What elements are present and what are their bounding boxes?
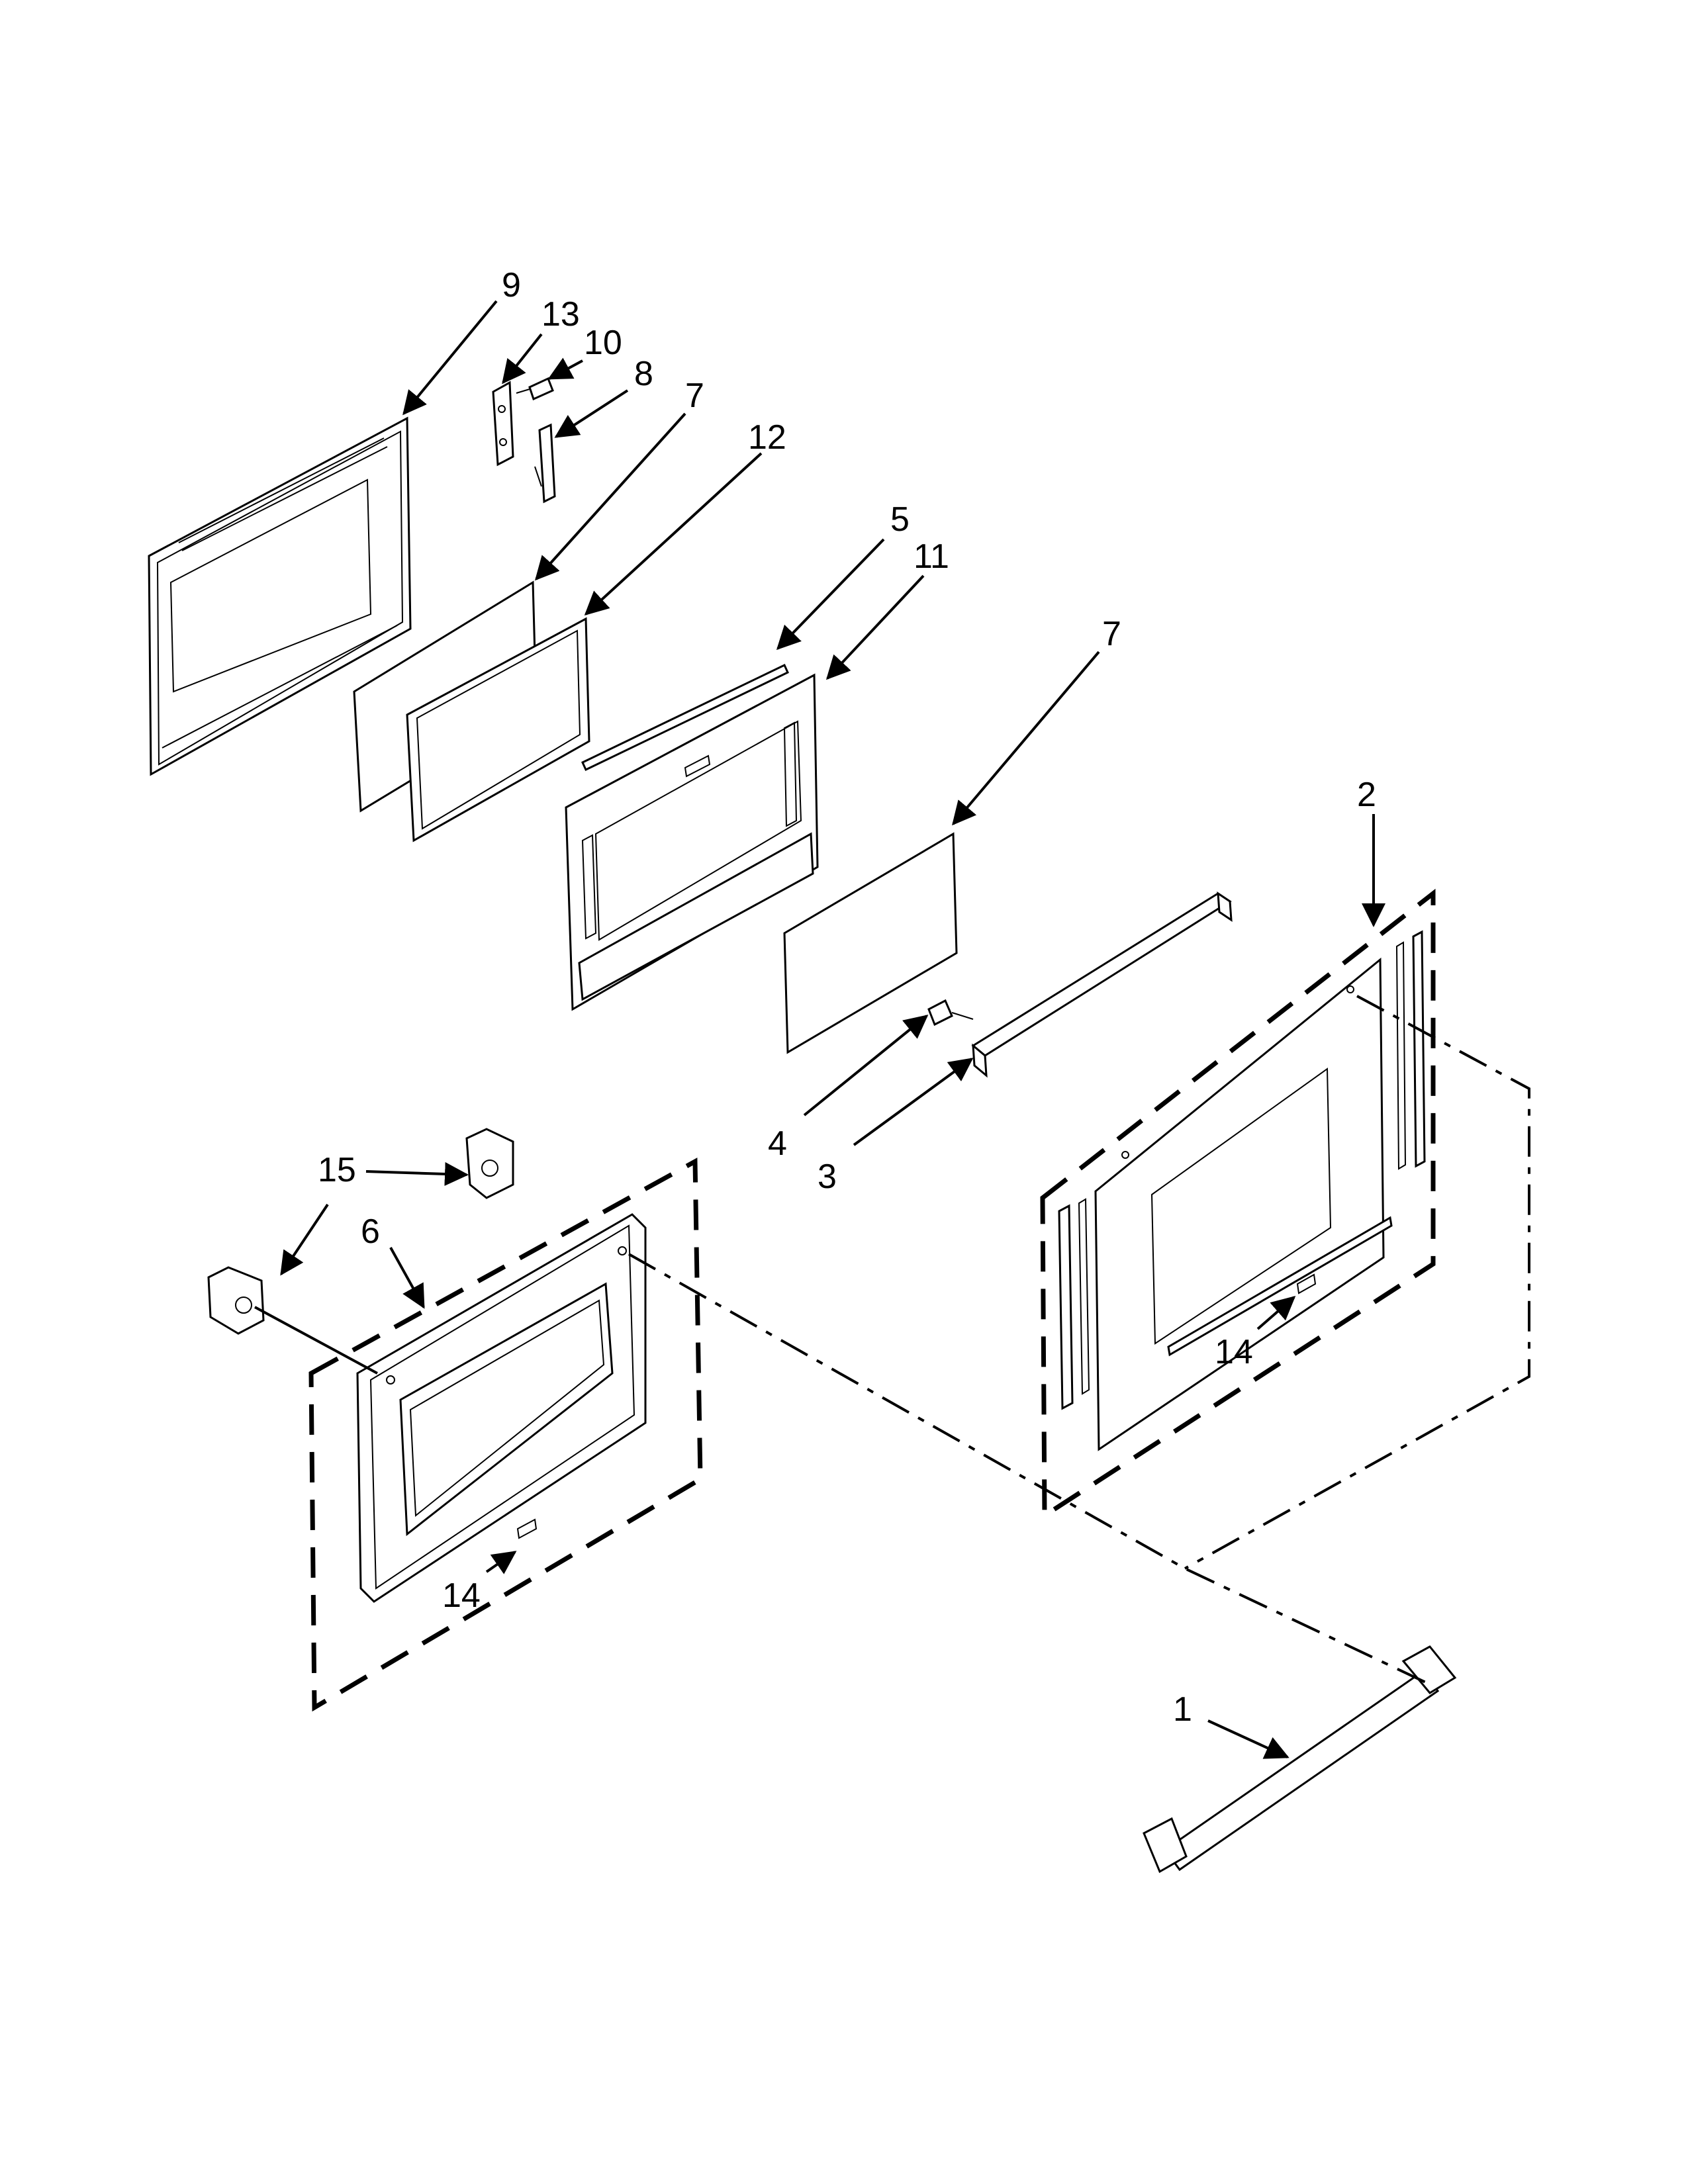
hinge-screw-part: [516, 377, 554, 401]
callout-3: 3: [818, 1158, 837, 1196]
callout-2: 2: [1357, 776, 1376, 814]
gasket-frame-part: [406, 617, 590, 842]
callout-13: 13: [541, 295, 580, 334]
hinge-bracket-part: [492, 381, 514, 467]
door-handle-part: [1143, 1645, 1457, 1874]
callout-6: 6: [361, 1212, 380, 1251]
lower-glass-panel-part: [783, 832, 958, 1054]
trim-strip-part: [581, 663, 789, 772]
callout-12: 12: [748, 418, 786, 457]
callout-11: 11: [914, 537, 949, 576]
callout-labels: 9 13 10 8 7 12 5 11 7 2 4 3 15 6 14 14 1: [318, 266, 1376, 1729]
callout-9: 9: [502, 266, 521, 304]
hinge-receiver-upper-part: [465, 1128, 514, 1199]
callout-7-lower: 7: [1102, 615, 1121, 653]
callout-4: 4: [768, 1124, 787, 1163]
hinge-receiver-lower-part: [207, 1266, 265, 1335]
callout-10: 10: [584, 324, 622, 362]
callout-7-upper: 7: [685, 377, 704, 415]
handle-bracket-part: [971, 891, 1233, 1078]
callout-1: 1: [1173, 1690, 1192, 1729]
callout-8: 8: [634, 355, 653, 393]
latch-part: [534, 423, 556, 504]
outer-glass-assembly-part: [1040, 888, 1436, 1520]
door-frame-assembly-part: [254, 1158, 703, 1712]
alignment-lines: [628, 995, 1530, 1686]
inner-door-liner-part: [148, 416, 412, 776]
callout-15: 15: [318, 1151, 356, 1189]
glass-support-frame-part: [565, 673, 819, 1011]
callout-14-left: 14: [442, 1576, 481, 1615]
callout-5: 5: [890, 500, 910, 539]
callout-14-right: 14: [1215, 1333, 1253, 1371]
leader-lines: [280, 300, 1385, 1759]
handle-screw-part: [927, 999, 974, 1026]
